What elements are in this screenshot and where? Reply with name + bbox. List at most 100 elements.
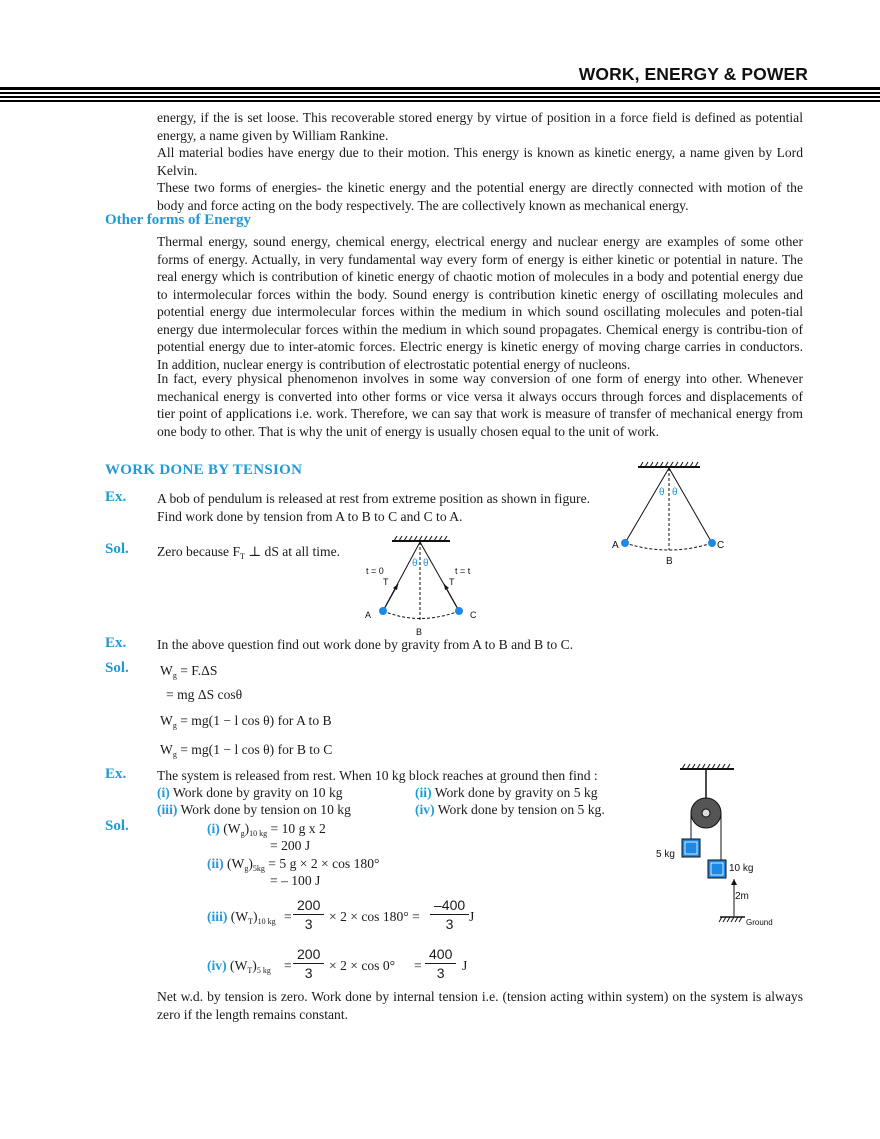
solution-3-ii-line-2: = – 100 J [270,873,321,888]
label-a: A [612,540,619,551]
sol-iv-sub2: 5 kg [256,966,271,975]
sol-iv-equals-2: = [414,958,422,973]
sol-iv-b: ) [252,958,257,973]
bob-a-small [379,607,387,615]
sol-ii-sub2: 5kg [252,864,265,873]
solution-2-line-3: Wg = mg(1 − l cos θ) for A to B [160,712,332,735]
sol-i-c: = 10 g x 2 [267,821,326,836]
sol-i-sub2: 10 kg [249,829,268,838]
solution-2-line-4-a: W [160,742,173,757]
solution-3-label: Sol. [105,818,129,834]
theta-left-small: θ [412,558,418,569]
part-iii-label: (iii) [157,802,178,817]
sol-ii-label: (ii) [207,856,224,871]
label-c: C [717,540,724,551]
sol-iv-a: (W [230,958,248,973]
label-a-small: A [365,610,371,620]
sol-iii-denominator-2: 3 [445,916,454,932]
part-ii-label: (ii) [415,785,432,800]
sol-iii-sub: T [248,917,254,926]
solution-2-label: Sol. [105,660,129,676]
bob-c-small [455,607,463,615]
conclusion-paragraph: Net w.d. by tension is zero. Work done b… [157,989,803,1022]
sol-iv-equals: = [284,958,292,973]
solution-2-line-1: Wg = F.ΔS [160,662,217,685]
ceiling-hatch [639,461,699,468]
sol-i-sub: g [240,829,245,838]
tension-arrowhead-right [444,584,449,590]
sol-iii-numerator-2: –400 [430,896,470,915]
solution-3-ii: (ii) (Wg)5kg = 5 g × 2 × cos 180° [207,855,379,878]
solution-2-line-4: Wg = mg(1 − l cos θ) for B to C [160,741,332,764]
part-i-text: Work done by gravity on 10 kg [173,785,343,800]
sol-iii-unit: J [469,909,475,924]
part-iv-label: (iv) [415,802,435,817]
example-2-label: Ex. [105,635,127,651]
page-header-title: WORK, ENERGY & POWER [578,64,808,84]
swing-arc-small [382,610,460,619]
ceiling-hatch-small [393,535,448,542]
solution-2-line-3-a: W [160,713,173,728]
part-iv-text: Work done by tension on 5 kg. [437,802,605,817]
sol-ii-b: ) [248,856,253,871]
sol-iv-numerator-1: 200 [293,945,325,964]
example-1-line-1: A bob of pendulum is released at rest fr… [157,491,591,506]
solution-3-i: (i) (Wg)10 kg = 10 g x 2 [207,820,326,843]
label-c-small: C [470,610,477,620]
label-ground: Ground [746,918,773,927]
intro-paragraph-2: All material bodies have energy due to t… [157,145,803,178]
block-5kg [681,838,701,858]
example-3-part-i: (i) Work done by gravity on 10 kg [157,784,343,802]
label-10kg: 10 kg [729,863,753,874]
sol-iii-equals: = [284,909,292,924]
sol-iii-sub2: 10 kg [257,917,276,926]
solution-2-line-4-b: = mg(1 − l cos θ) for B to C [176,742,333,757]
solution-2-line-2: = mg ΔS cosθ [166,687,243,702]
bob-c [708,539,716,547]
block-10kg [707,859,727,879]
example-3-label: Ex. [105,766,127,782]
pendulum-diagram-large: θ θ A C B [612,461,724,567]
sol-i-label: (i) [207,821,220,836]
sol-iv-unit: J [462,958,468,973]
ground-hatch [718,916,743,923]
solution-1-text-b: ⊥ dS at all time. [244,544,341,559]
header-rule-3 [0,96,880,98]
part-iii-text: Work done by tension on 10 kg [180,802,351,817]
theta-right-small: θ [423,558,429,569]
sol-iii-label: (iii) [207,909,228,924]
sol-ii-c: = 5 g × 2 × cos 180° [264,856,380,871]
solution-2-line-4-sub: g [172,750,177,759]
example-3-part-iv: (iv) Work done by tension on 5 kg. [415,801,605,819]
other-forms-paragraph-2: In fact, every physical phenomenon invol… [157,371,803,439]
solution-1-text: Zero because FT ⊥ dS at all time. [157,543,340,566]
example-1-line-2: Find work done by tension from A to B to… [157,509,463,524]
solution-2-line-1-b: = F.ΔS [176,663,218,678]
label-tension-left: T [383,577,389,587]
solution-3-i-line-2: = 200 J [270,838,311,853]
solution-2-line-3-b: = mg(1 − l cos θ) for A to B [176,713,332,728]
tension-arrowhead-left [393,584,398,590]
example-3-part-iii: (iii) Work done by tension on 10 kg [157,801,351,819]
header-rule-1 [0,87,880,90]
theta-left: θ [659,487,665,498]
sol-iv-denominator-1: 3 [304,965,313,981]
sol-i-a: (W [223,821,241,836]
part-i-label: (i) [157,785,170,800]
example-2-text: In the above question find out work done… [157,637,574,652]
bob-a [621,539,629,547]
pulley-axle [701,808,711,818]
label-5kg: 5 kg [656,849,675,860]
block-10kg-inner [710,862,724,876]
pulley-ceiling-hatch [681,763,731,770]
pendulum-diagram-small: θ θ t = 0 T t = t T A C B [365,535,477,637]
sol-i-b: ) [244,821,250,836]
sol-iii-middle: × 2 × cos 180° = [329,909,420,924]
solution-2-line-1-sub: g [172,671,177,680]
string-right [668,467,713,544]
example-3-part-ii: (ii) Work done by gravity on 5 kg [415,784,598,802]
label-b: B [666,556,673,567]
